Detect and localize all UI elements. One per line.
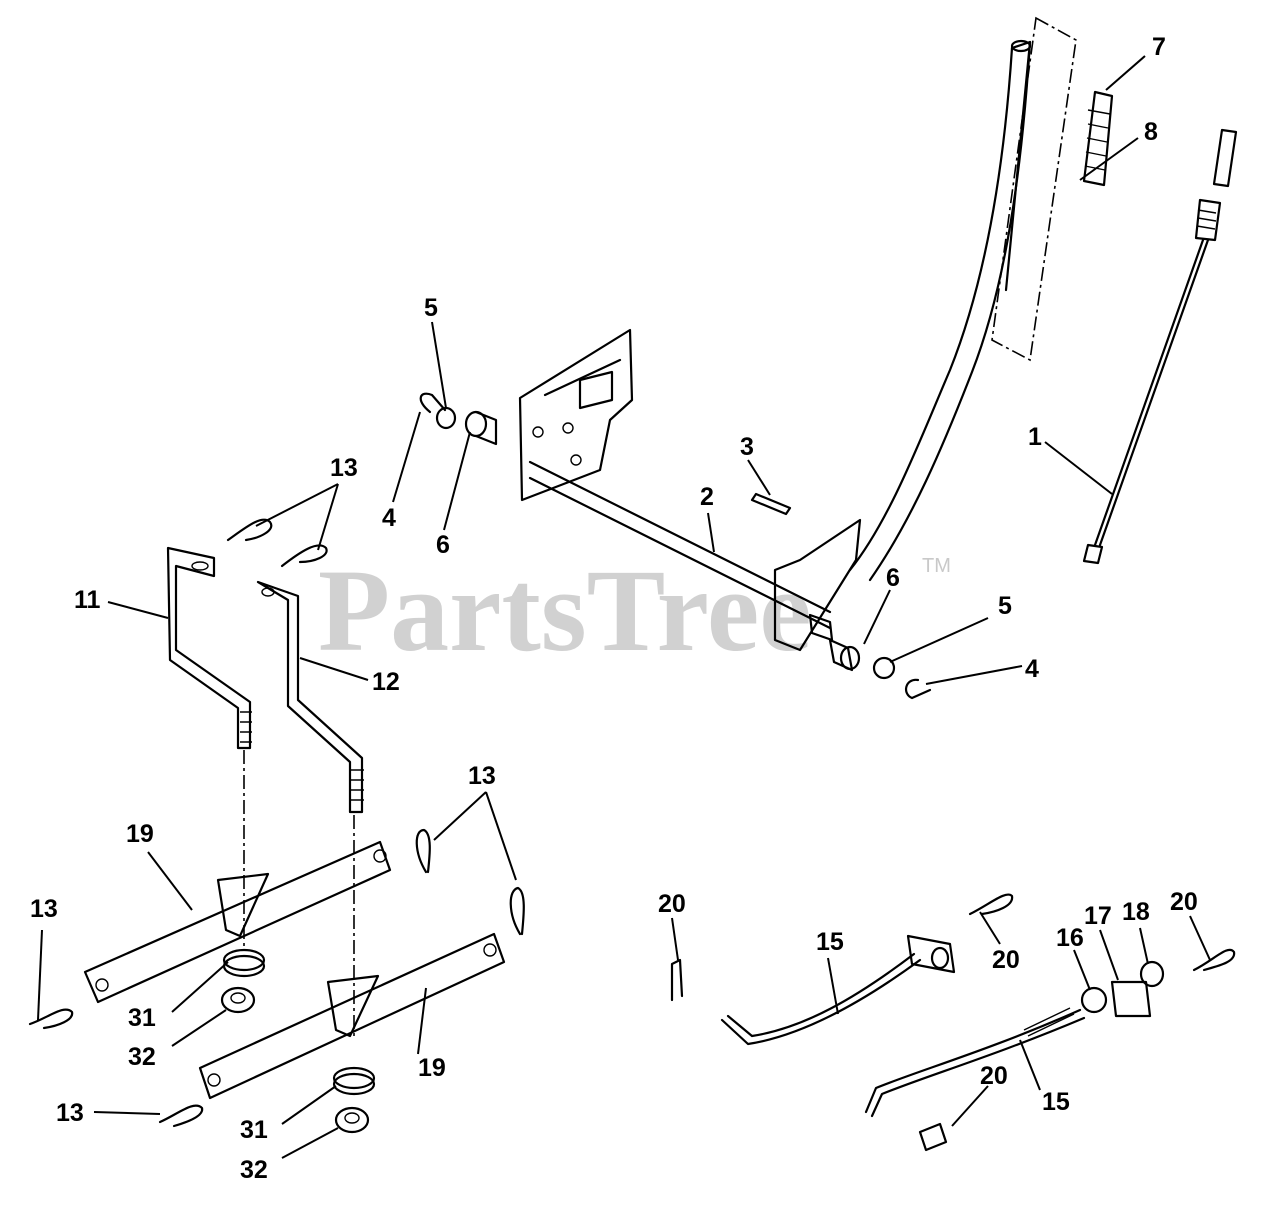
- part-pin-13-f: [158, 1104, 204, 1128]
- part-washer-right: [872, 656, 896, 680]
- callout-6-right: 6: [886, 564, 900, 592]
- callout-20-mid: 20: [992, 946, 1020, 974]
- callout-32-lower: 32: [240, 1156, 268, 1184]
- callout-20-right: 20: [1170, 888, 1198, 916]
- callout-20-bottom: 20: [980, 1062, 1008, 1090]
- part-bushing-right: [828, 638, 861, 672]
- part-lift-handle: [848, 16, 1077, 582]
- callout-13-mid: 13: [468, 762, 496, 790]
- part-clip-top: [419, 392, 447, 414]
- part-pin-20-a: [670, 958, 684, 1002]
- part-nut-32-upper: [220, 986, 256, 1014]
- callout-15-upper: 15: [816, 928, 844, 956]
- part-clip-right: [904, 678, 932, 700]
- callout-7: 7: [1152, 33, 1166, 61]
- callout-11: 11: [74, 586, 101, 614]
- callout-13-bottom: 13: [56, 1099, 84, 1127]
- callout-5-right: 5: [998, 592, 1012, 620]
- part-pin-20-b: [968, 893, 1014, 916]
- callout-17: 17: [1084, 902, 1112, 930]
- part-cable-rod: [1082, 128, 1238, 565]
- part-pin-13-c: [415, 828, 431, 874]
- callout-19-lower: 19: [418, 1054, 446, 1082]
- part-pin-13-d: [509, 886, 525, 936]
- callout-31-upper: 31: [128, 1004, 156, 1032]
- part-nut-32-lower: [334, 1106, 370, 1134]
- part-key: [750, 492, 792, 516]
- callout-19-upper: 19: [126, 820, 154, 848]
- callout-31-lower: 31: [240, 1116, 268, 1144]
- part-grip: [1082, 90, 1114, 187]
- watermark: PartsTree: [318, 545, 812, 676]
- callout-13-top: 13: [330, 454, 358, 482]
- callout-16: 16: [1056, 924, 1084, 952]
- part-washer-31-lower: [332, 1066, 376, 1096]
- part-pin-13-a: [226, 518, 273, 542]
- part-rod-15-upper: [720, 934, 956, 1046]
- part-lift-arm-right: [256, 580, 364, 814]
- part-pin-13-b: [280, 544, 328, 568]
- callout-2: 2: [700, 483, 714, 511]
- watermark-trademark: TM: [922, 555, 951, 577]
- part-pin-20-c: [1192, 948, 1236, 972]
- part-shaft: [528, 460, 862, 652]
- part-pin-13-e: [28, 1008, 74, 1030]
- callout-12: 12: [372, 668, 400, 696]
- callout-6-top: 6: [436, 531, 450, 559]
- callout-13-left: 13: [30, 895, 58, 923]
- part-bushing-top: [464, 410, 498, 446]
- part-lift-arm-left: [166, 546, 252, 750]
- callout-3: 3: [740, 433, 754, 461]
- callout-5-top: 5: [424, 294, 438, 322]
- callout-18: 18: [1122, 898, 1150, 926]
- callout-32-upper: 32: [128, 1043, 156, 1071]
- part-rod-15-lower: [864, 1007, 1086, 1152]
- callout-4-right: 4: [1025, 655, 1039, 683]
- part-nut-16: [1080, 986, 1108, 1014]
- callout-20-left: 20: [658, 890, 686, 918]
- leader-lines: [37, 55, 1211, 1159]
- part-washer-top: [435, 406, 457, 430]
- part-link-upper: [83, 840, 392, 1004]
- part-bracket: [518, 328, 634, 502]
- callout-15-lower: 15: [1042, 1088, 1070, 1116]
- callout-4-top: 4: [382, 504, 396, 532]
- part-washer-31-upper: [222, 948, 266, 978]
- callout-8: 8: [1144, 118, 1158, 146]
- callout-1: 1: [1028, 423, 1042, 451]
- callout-labels: 7 8 1 3 2 5 4 6 6 5 4 13 11 12 13 19 13 …: [30, 33, 1198, 1184]
- part-link-lower: [198, 932, 506, 1100]
- part-nut-18: [1139, 960, 1165, 988]
- part-block-17: [1110, 980, 1152, 1018]
